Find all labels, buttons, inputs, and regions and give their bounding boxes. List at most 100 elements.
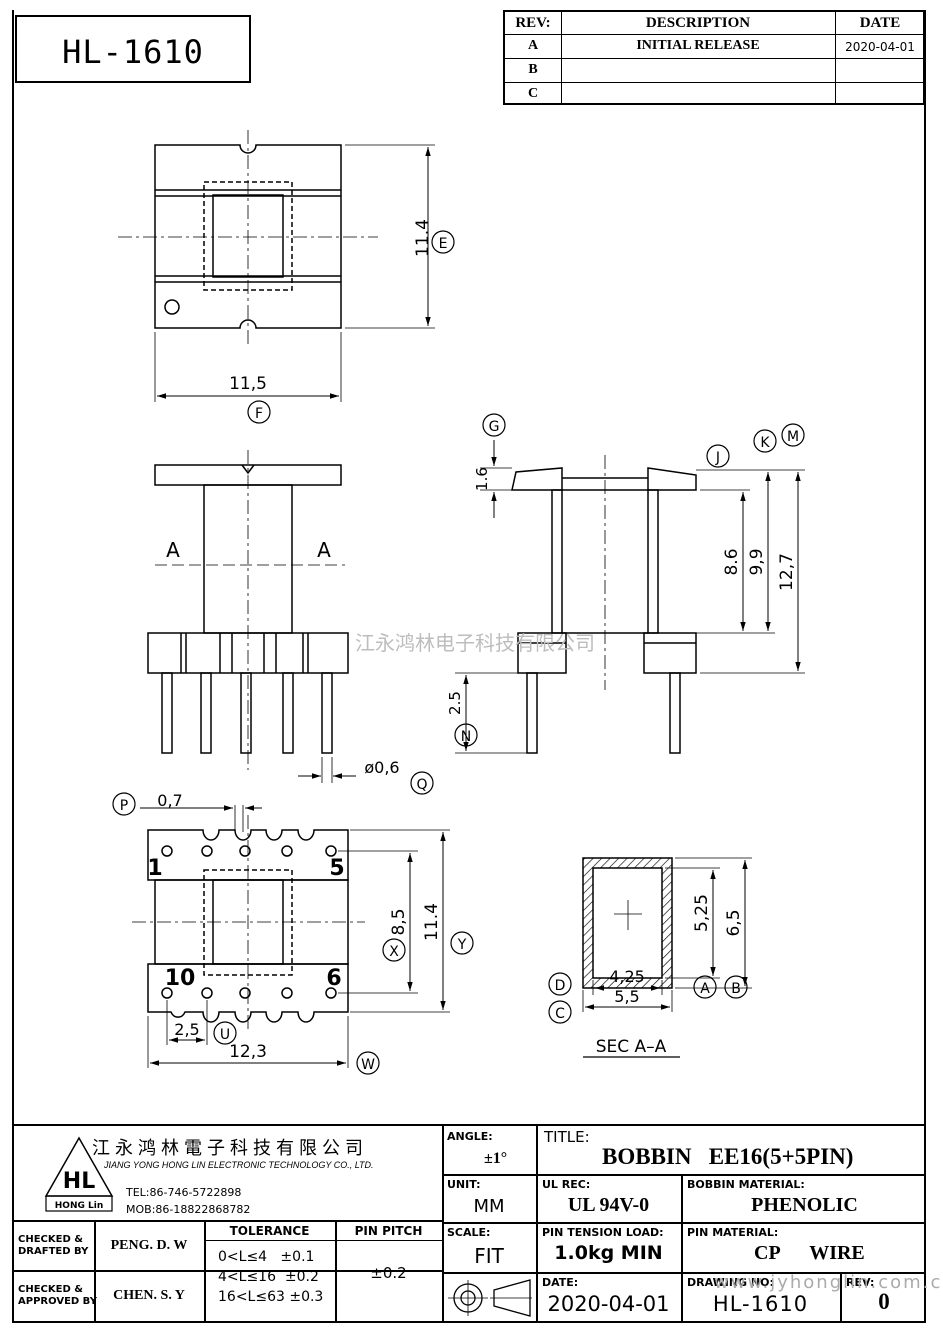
- unit-value: MM: [473, 1196, 505, 1217]
- top-view-outline: [154, 144, 342, 329]
- top-view: [118, 130, 455, 424]
- material-value: PHENOLIC: [751, 1194, 858, 1216]
- approved-label: CHECKED & APPROVED BY: [18, 1284, 97, 1307]
- watermark: 江永鸿林电子科技有限公司: [355, 631, 595, 655]
- pin-10-label: 10: [165, 966, 196, 991]
- ref-f: F: [255, 406, 263, 422]
- ul-label: UL REC:: [542, 1178, 591, 1191]
- rev-label: REV:: [846, 1276, 875, 1289]
- dim-n-value: 2.5: [446, 691, 464, 715]
- company-tel: TEL:86-746-5722898: [126, 1186, 242, 1199]
- title-block: HL HONG Lin 江永鸿林電子科技有限公司 JIANG YONG HONG…: [12, 1124, 943, 1323]
- tension-value: 1.0kg MIN: [554, 1242, 663, 1264]
- pin-pitch-label: PIN PITCH: [354, 1224, 423, 1238]
- ref-k: K: [760, 435, 770, 451]
- ref-x: X: [389, 944, 399, 960]
- dim-x-value: 8,5: [389, 908, 409, 935]
- bottom-view: [112, 792, 474, 1075]
- rev-a-description: INITIAL RELEASE: [636, 38, 760, 53]
- pin1-marker: [164, 299, 180, 315]
- rev-b: B: [528, 62, 538, 77]
- drawing-no-label: DRAWING NO:: [687, 1276, 774, 1289]
- ref-w: W: [361, 1057, 375, 1073]
- drafted-by: PENG. D. W: [110, 1238, 188, 1253]
- title-label: TITLE:: [544, 1128, 590, 1146]
- dim-6-5: 6,5: [724, 909, 744, 936]
- ref-j: J: [715, 450, 720, 466]
- ref-m: M: [787, 429, 799, 445]
- pin-material-label: PIN MATERIAL:: [687, 1226, 779, 1239]
- pin-1-label: 1: [147, 856, 162, 881]
- ref-u: U: [220, 1027, 230, 1043]
- dim-5-25: 5,25: [692, 894, 712, 932]
- bottom-top-flange: [147, 829, 349, 881]
- scale-label: SCALE:: [447, 1226, 491, 1239]
- date-value: 2020-04-01: [547, 1292, 670, 1316]
- title-value: BOBBIN EE16(5+5PIN): [602, 1144, 854, 1169]
- tolerance-2: 4<L≤16 ±0.2: [218, 1269, 319, 1285]
- projection-symbol-icon: [448, 1279, 532, 1317]
- pin-5-label: 5: [329, 856, 344, 881]
- company-name-cn: 江永鸿林電子科技有限公司: [92, 1138, 368, 1158]
- front-view: [454, 413, 805, 754]
- description-header: DESCRIPTION: [645, 15, 751, 31]
- part-number: HL-1610: [62, 33, 204, 71]
- pin-6-label: 6: [326, 966, 341, 991]
- dim-5-5: 5,5: [614, 987, 639, 1006]
- scale-value: FIT: [474, 1244, 504, 1268]
- tolerance-label: TOLERANCE: [229, 1224, 310, 1238]
- dim-4-25: 4,25: [609, 967, 645, 986]
- dim-p-value: 0,7: [157, 791, 182, 810]
- drawing-no-value: HL-1610: [712, 1292, 809, 1316]
- rev-a-date: 2020-04-01: [845, 40, 915, 54]
- company-mob: MOB:86-18822868782: [126, 1203, 251, 1216]
- dim-w-value: 12,3: [229, 1042, 267, 1062]
- unit-label: UNIT:: [447, 1178, 481, 1191]
- rev-value: 0: [878, 1289, 890, 1314]
- logo-subtext: HONG Lin: [55, 1201, 103, 1211]
- ref-p: P: [120, 798, 128, 814]
- pin-material-value: CP WIRE: [754, 1242, 865, 1264]
- pin-pitch-value: ±0.2: [370, 1264, 407, 1282]
- dim-12-7: 12,7: [777, 553, 797, 591]
- ref-n: N: [461, 729, 471, 745]
- ref-a: A: [700, 981, 710, 997]
- part-number-box: HL-1610: [15, 15, 251, 83]
- rev-a: A: [527, 38, 539, 53]
- technical-drawing: 11.4 E 11,5 F A A ø0,6 Q: [112, 130, 805, 1075]
- ref-q: Q: [416, 777, 427, 793]
- angle-value: ±1°: [484, 1150, 508, 1167]
- approved-by: CHEN. S. Y: [113, 1288, 185, 1303]
- ref-g: G: [489, 419, 500, 435]
- dim-9-9: 9,9: [747, 548, 767, 575]
- ref-e: E: [439, 236, 448, 252]
- dim-e-value: 11.4: [413, 219, 433, 257]
- tolerance-1: 0<L≤4 ±0.1: [218, 1249, 315, 1265]
- tension-label: PIN TENSION LOAD:: [542, 1226, 664, 1239]
- rev-header: REV:: [515, 15, 551, 31]
- dim-f-value: 11,5: [229, 374, 267, 394]
- ref-d: D: [555, 978, 566, 994]
- left-flange-tab: [511, 467, 563, 491]
- logo-text: HL: [63, 1169, 95, 1194]
- dim-y-value: 11.4: [422, 903, 442, 941]
- bottom-base-flange: [147, 963, 349, 1023]
- ref-b: B: [731, 981, 741, 997]
- right-flange-tab: [647, 467, 697, 491]
- tolerance-3: 16<L≤63 ±0.3: [218, 1289, 324, 1305]
- company-name-en: JIANG YONG HONG LIN ELECTRONIC TECHNOLOG…: [104, 1160, 374, 1170]
- angle-label: ANGLE:: [447, 1130, 493, 1143]
- ul-value: UL 94V-0: [567, 1194, 650, 1216]
- dim-u-value: 2,5: [174, 1020, 199, 1039]
- pin-diameter: ø0,6: [364, 758, 399, 777]
- date-label: DATE:: [542, 1276, 579, 1289]
- ref-y: Y: [457, 937, 467, 953]
- section-a-right: A: [317, 538, 331, 562]
- date-header: DATE: [859, 15, 901, 31]
- website-watermark: www.jyhonglin.com.cn: [714, 1272, 943, 1293]
- rev-c: C: [527, 86, 539, 101]
- dim-g-value: 1.6: [473, 467, 491, 491]
- drafted-label: CHECKED & DRAFTED BY: [18, 1234, 89, 1257]
- ref-c: C: [555, 1006, 565, 1022]
- revision-table: REV: DESCRIPTION DATE A INITIAL RELEASE …: [503, 10, 925, 105]
